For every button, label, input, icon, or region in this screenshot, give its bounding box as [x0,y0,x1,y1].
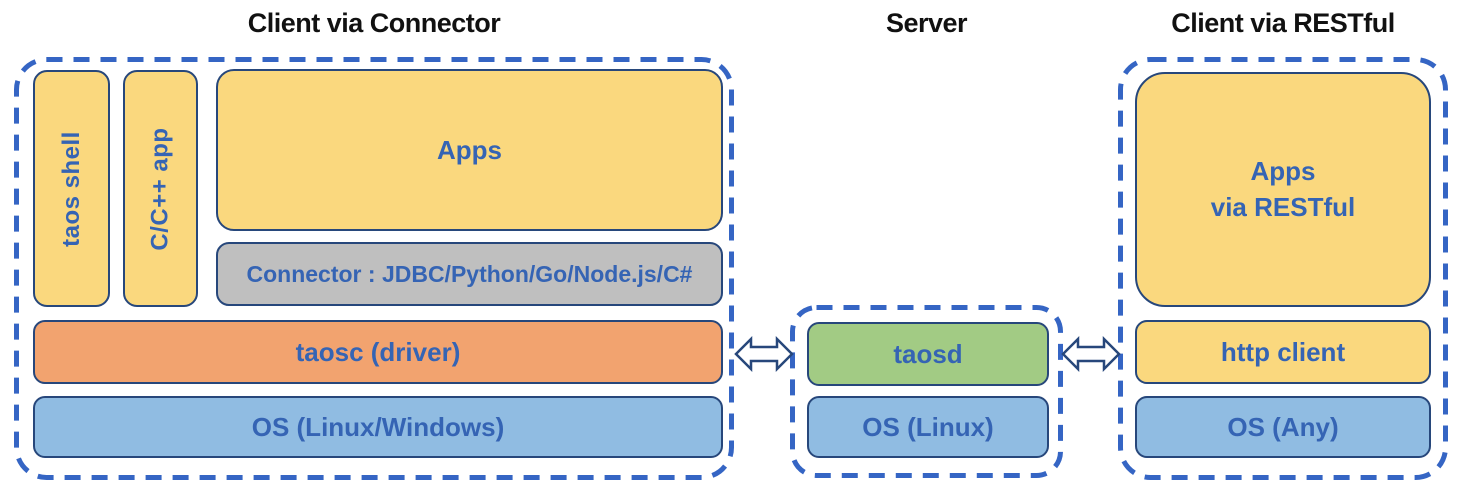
connector-box: Connector : JDBC/Python/Go/Node.js/C# [216,242,723,306]
taosc-driver-label: taosc (driver) [295,336,461,367]
os-linux-label: OS (Linux) [862,411,994,442]
http-client-label: http client [1220,336,1346,367]
os-linux-windows-box: OS (Linux/Windows) [33,396,723,458]
taos-shell-box: taos shell [33,70,110,307]
http-client-box: http client [1135,320,1431,384]
double-arrow-icon [734,335,794,373]
os-linux-windows-label: OS (Linux/Windows) [251,411,505,442]
os-any-box: OS (Any) [1135,396,1431,458]
taosd-label: taosd [893,338,963,369]
restful-client-group-border [1118,57,1448,480]
cpp-app-label: C/C++ app [146,126,174,251]
apps-box: Apps [216,69,723,231]
restful-client-section-title: Client via RESTful [1171,8,1395,38]
apps-via-restful-label: Apps via RESTful [1210,156,1356,222]
connector-label: Connector : JDBC/Python/Go/Node.js/C# [246,260,693,287]
apps-via-restful-box: Apps via RESTful [1135,72,1431,307]
os-linux-box: OS (Linux) [807,396,1049,458]
apps-label: Apps [437,134,502,165]
taosd-box: taosd [807,322,1049,386]
taos-shell-label: taos shell [57,130,85,247]
os-any-label: OS (Any) [1227,411,1339,442]
taosc-driver-box: taosc (driver) [33,320,723,384]
double-arrow-icon [1061,335,1121,373]
server-section-title: Server [885,8,968,38]
connector-client-section-title: Client via Connector [247,8,501,38]
server-group-border [790,305,1063,478]
connector-client-group-border [14,57,734,480]
cpp-app-box: C/C++ app [123,70,198,307]
